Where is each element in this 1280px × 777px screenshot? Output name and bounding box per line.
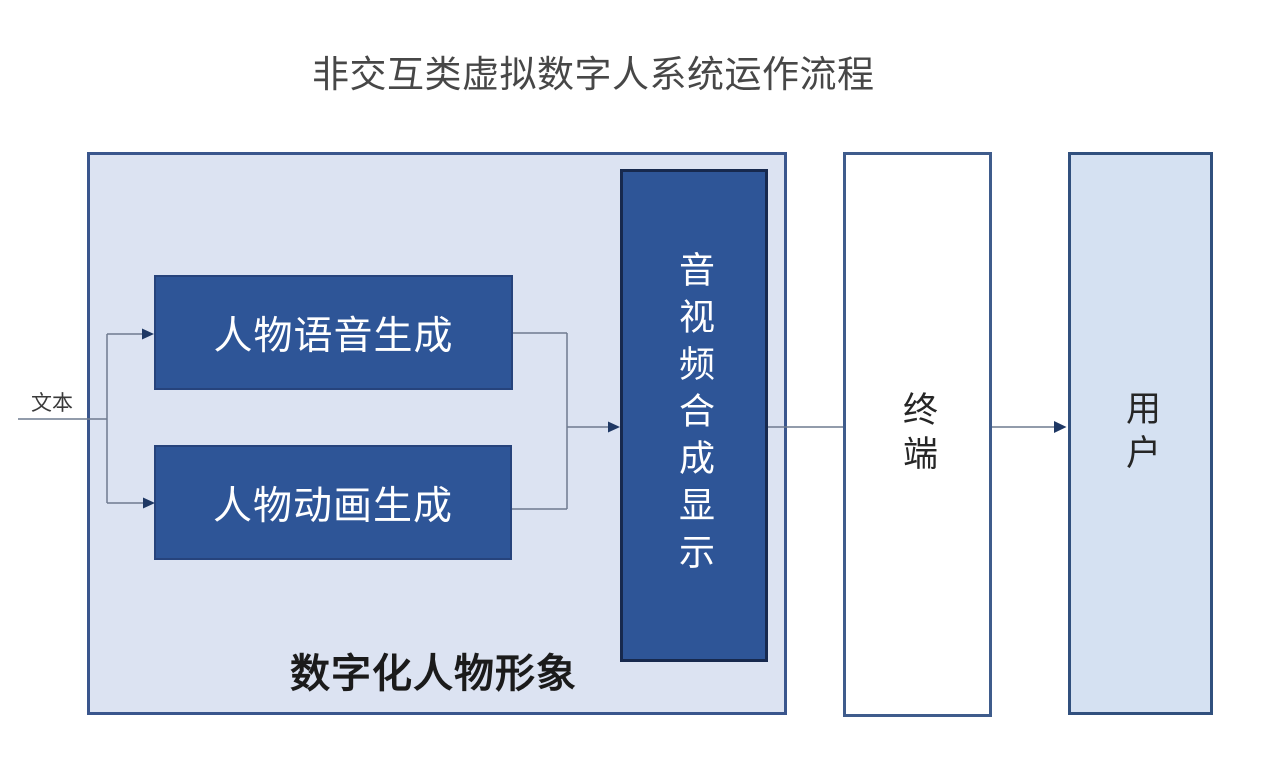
text-input-label: 文本 (31, 392, 73, 415)
node-voice-generation: 人物语音生成 (154, 275, 513, 390)
node-av-synthesis-display-label: 音视频合成显示 (674, 251, 715, 580)
node-terminal: 终端 (843, 152, 992, 717)
diagram-title: 非交互类虚拟数字人系统运作流程 (312, 54, 875, 95)
node-av-synthesis-display: 音视频合成显示 (620, 169, 768, 662)
node-animation-generation-label: 人物动画生成 (212, 484, 453, 528)
node-animation-generation: 人物动画生成 (154, 445, 512, 560)
node-user-label: 用户 (1121, 389, 1160, 478)
node-user: 用户 (1068, 152, 1213, 715)
container-caption: 数字化人物形象 (290, 652, 577, 696)
node-terminal-label: 终端 (898, 390, 937, 479)
node-voice-generation-label: 人物语音生成 (213, 314, 454, 358)
arrowhead-to-user (1054, 421, 1067, 433)
